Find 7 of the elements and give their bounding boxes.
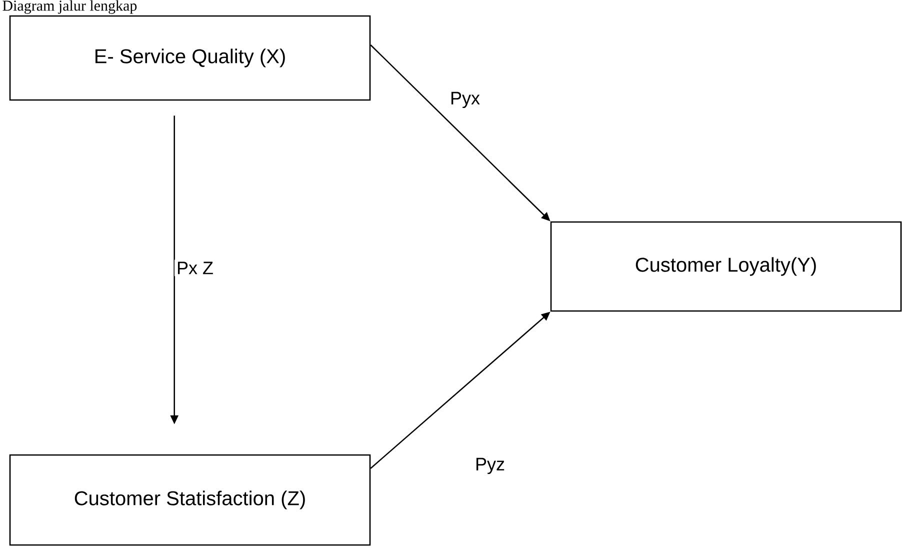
title: Diagram jalur lengkap <box>2 0 137 14</box>
edge-label: Pyx <box>448 90 482 110</box>
variable-box: Customer Statisfaction (Z) <box>9 454 371 546</box>
edge-label: Pyz <box>473 456 507 476</box>
variable-box: E- Service Quality (X) <box>9 15 371 101</box>
variable-box: Customer Loyalty(Y) <box>550 221 902 312</box>
edge-label: Px Z <box>174 260 216 276</box>
